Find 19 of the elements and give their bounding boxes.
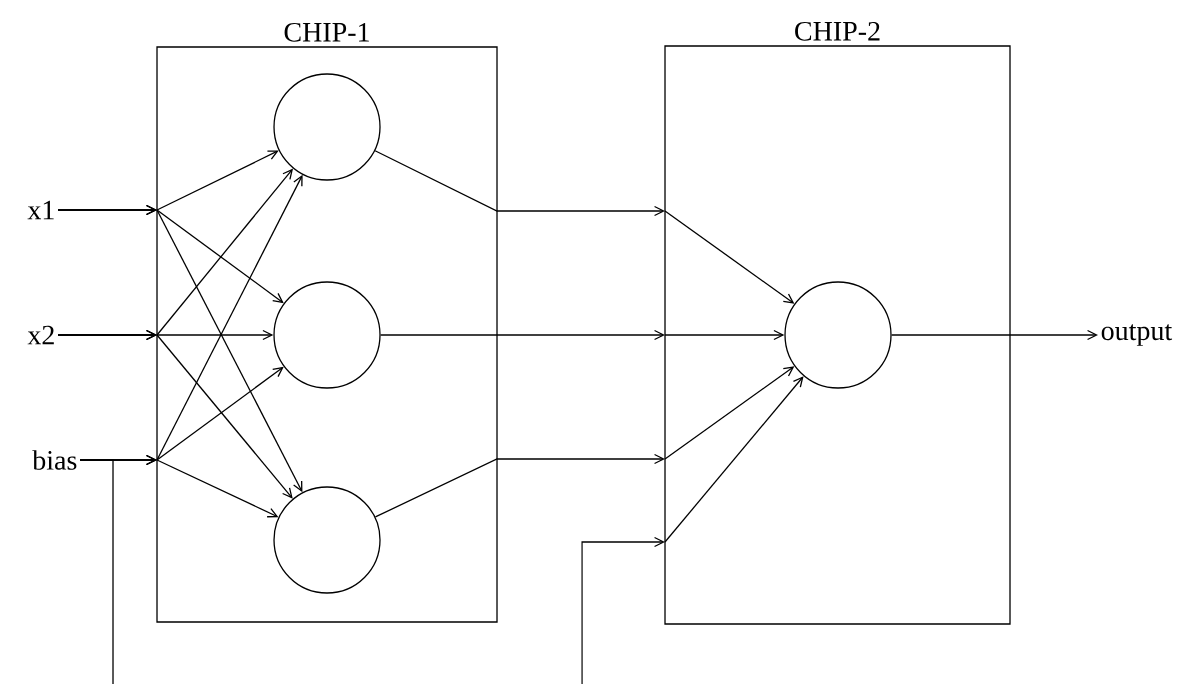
output-label: output <box>1101 324 1173 346</box>
input-label: x1 <box>27 200 54 220</box>
chip-box: CHIP-2 <box>664 21 1011 625</box>
arrow <box>380 329 785 341</box>
node-label: CHIP-2 <box>795 21 880 41</box>
arrow <box>374 366 795 518</box>
arrow <box>891 329 1098 341</box>
arrow <box>57 204 303 493</box>
chip-box: CHIP-1 <box>156 22 498 623</box>
node-label: CHIP-1 <box>284 22 369 42</box>
neuron-circle <box>273 281 381 389</box>
neuron-circle <box>273 486 381 594</box>
arrow <box>581 376 804 684</box>
neuron-circle <box>784 281 892 389</box>
arrow <box>57 329 293 499</box>
input-label: bias <box>32 450 77 470</box>
neuron-circle <box>273 73 381 181</box>
input-label: x2 <box>27 325 54 345</box>
arrow <box>374 150 795 304</box>
